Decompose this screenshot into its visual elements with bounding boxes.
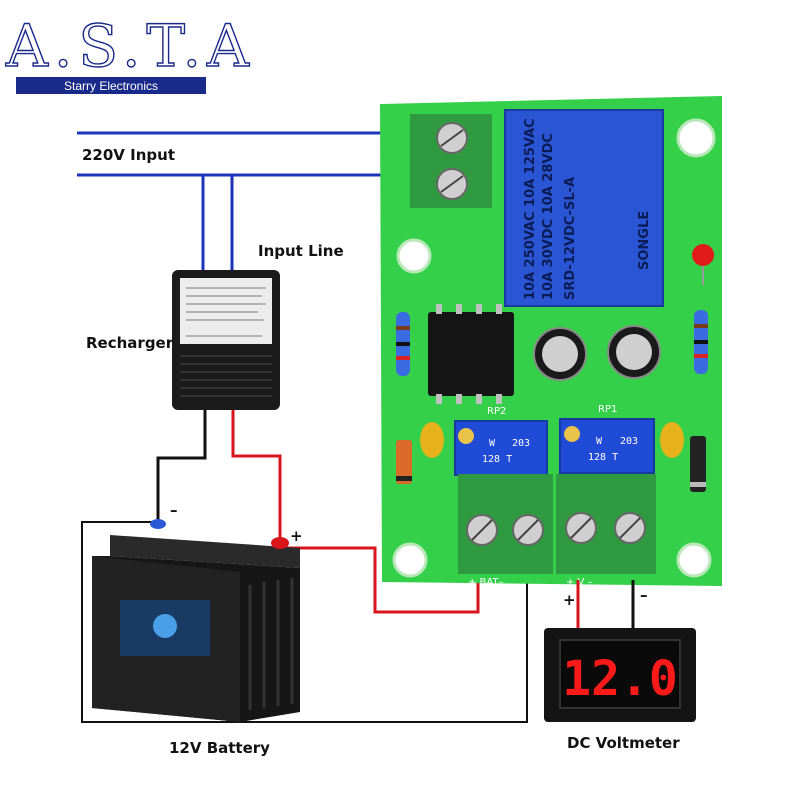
rp2-m: W: [489, 438, 496, 449]
input-line-label: Input Line: [258, 242, 344, 260]
relay-brand: SONGLE: [637, 211, 652, 270]
charger-board: 10A 250VAC 10A 125VAC 10A 30VDC 10A 28VD…: [380, 96, 722, 588]
relay: [504, 109, 664, 307]
ic-chip: [428, 312, 514, 396]
capacitors: [533, 325, 661, 381]
voltmeter-label: DC Voltmeter: [567, 734, 680, 752]
dc-voltmeter: 12.0: [544, 628, 696, 722]
led-indicator: [692, 244, 714, 266]
voltmeter-minus-label: –: [640, 586, 648, 604]
logo-text: A.S.T.A: [5, 12, 255, 80]
rp1-label: RP1: [598, 404, 617, 415]
battery-minus-label: –: [170, 501, 178, 519]
tagline-bar: [16, 77, 206, 94]
potentiometer-rp2: 203 128 T W: [454, 420, 548, 476]
ac-input-wires: [77, 131, 382, 270]
voltmeter-plus-label: +: [563, 591, 576, 609]
brand-logo: A.S.T.A Starry Electronics: [4, 11, 255, 94]
diodes: [396, 436, 706, 492]
ac-line-to-charger-right: [230, 173, 382, 270]
charger-negative-wire: [156, 410, 207, 522]
resistors: [396, 310, 708, 376]
rp2-value: 203: [512, 438, 530, 449]
recharger-vents: [180, 355, 272, 397]
relay-model: SRD-12VDC-SL-A: [563, 177, 578, 300]
logo-tagline: Starry Electronics: [64, 79, 158, 93]
battery-label: 12V Battery: [169, 739, 270, 757]
ceramic-cap: [420, 422, 444, 458]
relay-line-2: 10A 30VDC 10A 28VDC: [541, 133, 556, 300]
potentiometer-rp1: 203 128 T W: [559, 418, 655, 474]
relay-line-1: 10A 250VAC 10A 125VAC: [523, 118, 538, 300]
battery-negative-to-board: [81, 521, 528, 723]
v-terminal-block: [556, 474, 656, 574]
rp1-code: 128 T: [588, 452, 618, 463]
recharger: [172, 270, 280, 410]
ceramic-cap: [660, 422, 684, 458]
rp2-code: 128 T: [482, 454, 512, 465]
rp1-m: W: [596, 436, 603, 447]
voltmeter-reading: 12.0: [562, 651, 678, 707]
rp2-label: RP2: [487, 406, 506, 417]
recharger-label: Recharger: [86, 334, 174, 352]
bat-terminal-label: + BAT–: [468, 577, 504, 588]
battery-negative-terminal: [150, 519, 166, 529]
recharger-label-plate: [180, 278, 272, 344]
voltmeter-display: [559, 639, 681, 709]
rp1-value: 203: [620, 436, 638, 447]
ac-input-label: 220V Input: [82, 146, 175, 164]
battery-positive-to-board: [285, 546, 480, 614]
charger-positive-wire: [231, 410, 282, 540]
battery: [92, 519, 300, 722]
battery-positive-terminal: [271, 537, 289, 549]
bat-terminal-block: [458, 474, 553, 574]
mounting-holes: [392, 118, 716, 578]
battery-plus-label: +: [290, 527, 303, 545]
